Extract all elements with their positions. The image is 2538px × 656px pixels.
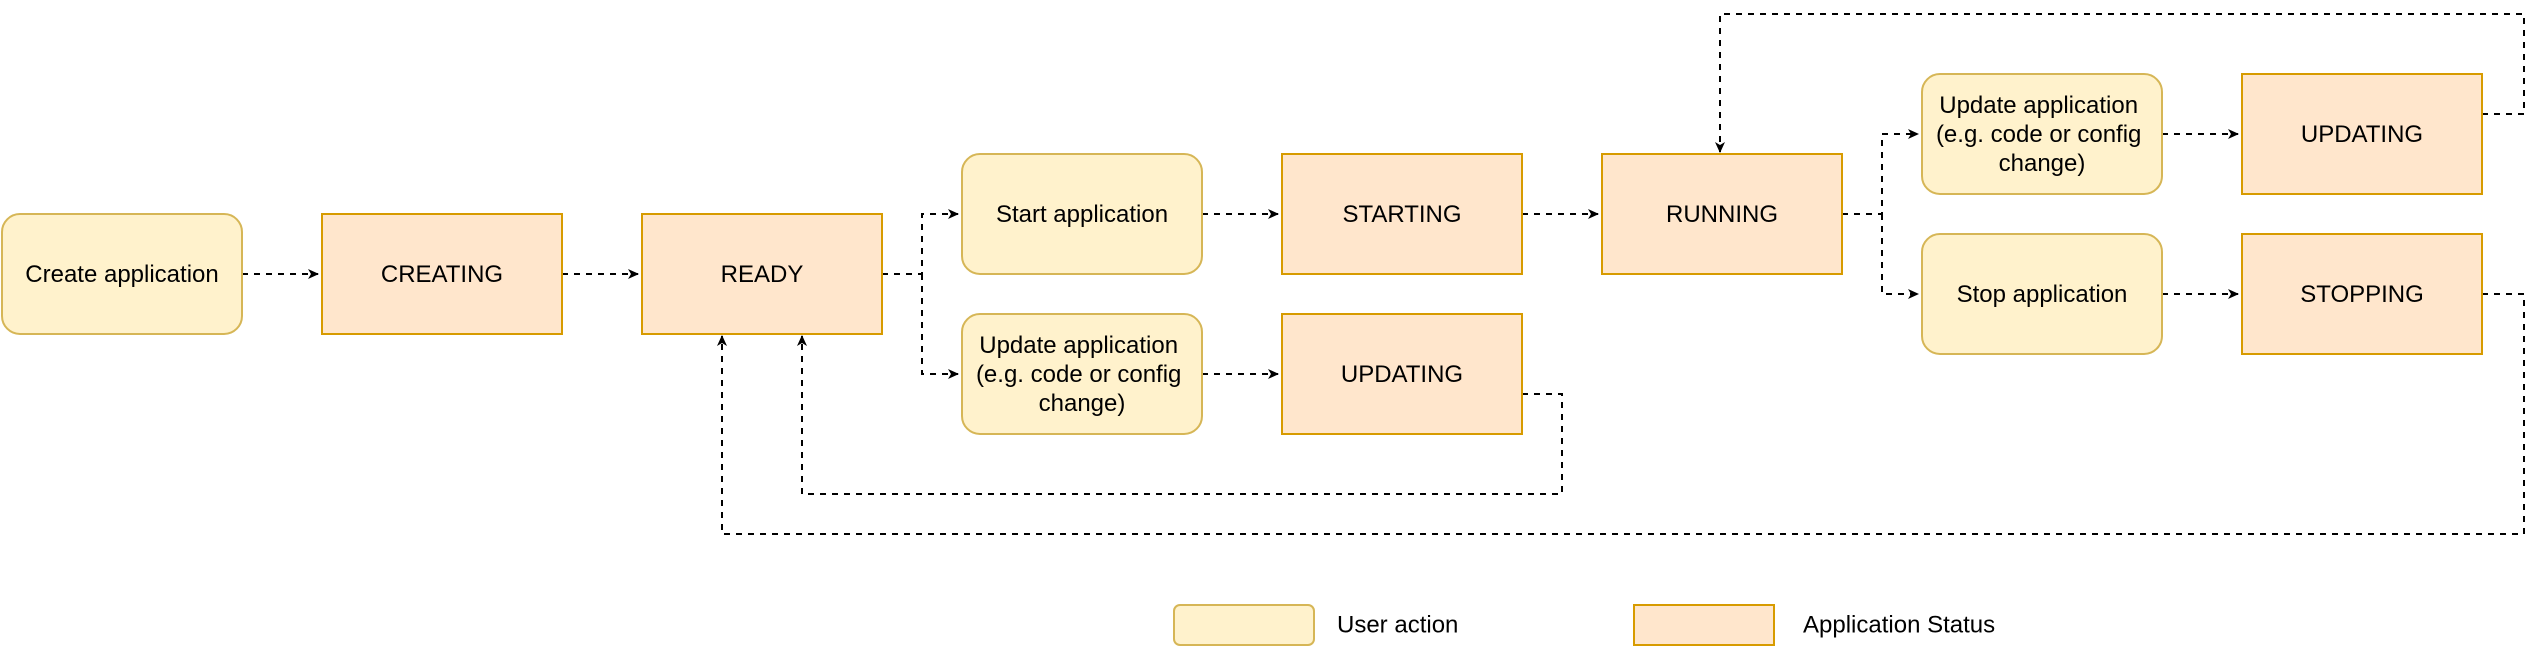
node-start-application-shape — [961, 153, 1203, 275]
node-create-application-label: Create application — [25, 261, 218, 288]
node-running-shape — [1601, 153, 1843, 275]
node-ready-label: READY — [721, 261, 804, 288]
svg-text:RUNNING: RUNNING — [1666, 201, 1778, 228]
node-updating-2: UPDATING — [2241, 73, 2483, 195]
svg-text:Stop application: Stop application — [1957, 281, 2128, 308]
legend-user-action-label: User action — [1337, 612, 1458, 639]
node-stop-application-shape — [1921, 233, 2163, 355]
edge-running-to-update-app-2 — [1842, 129, 1919, 215]
node-starting-shape — [1281, 153, 1523, 275]
node-stopping-label: STOPPING — [2300, 281, 2424, 308]
node-running: RUNNING — [1601, 153, 1843, 275]
node-update-application-1: Update application (e.g. code or config … — [961, 313, 1203, 435]
node-stop-application: Stop application — [1921, 233, 2163, 355]
node-creating-shape — [321, 213, 563, 335]
svg-text:Start application: Start application — [996, 201, 1168, 228]
node-update-application-1-shape — [961, 313, 1203, 435]
node-stopping-shape — [2241, 233, 2483, 355]
svg-text:UPDATING: UPDATING — [2301, 121, 2423, 148]
edge-ready-to-update-app-1 — [921, 274, 959, 379]
svg-text:Update application (e.: Update application (e.g. code or config … — [1936, 92, 2148, 177]
node-update-application-2: Update application (e.g. code or config … — [1921, 73, 2163, 195]
node-updating-2-shape — [2241, 73, 2483, 195]
node-update-application-2-shape — [1921, 73, 2163, 195]
node-update-application-2-line-2: (e.g. code or config — [1936, 121, 2141, 148]
nodes: Create application CREATING READY Start … — [1, 73, 2483, 435]
node-running-label: RUNNING — [1666, 201, 1778, 228]
node-starting: STARTING — [1281, 153, 1523, 275]
edge-ready-to-start-app — [882, 209, 959, 275]
node-create-application-shape — [1, 213, 243, 335]
node-creating-label: CREATING — [381, 261, 503, 288]
svg-text:Update application (e.: Update application (e.g. code or config … — [976, 332, 1188, 417]
node-update-application-2-line-3: change) — [1999, 150, 2086, 177]
edge-updating-1-to-ready — [797, 335, 1563, 495]
node-updating-1-label: UPDATING — [1341, 361, 1463, 388]
svg-text:Create application: Create application — [25, 261, 218, 288]
legend-user-action-swatch — [1173, 604, 1315, 646]
svg-text:CREATING: CREATING — [381, 261, 503, 288]
node-stop-application-label: Stop application — [1957, 281, 2128, 308]
legend-application-status-swatch — [1633, 604, 1775, 646]
node-start-application: Start application — [961, 153, 1203, 275]
edge-stopping-to-ready — [717, 293, 2525, 535]
node-stopping: STOPPING — [2241, 233, 2483, 355]
svg-text:STOPPING: STOPPING — [2300, 281, 2424, 308]
legend-application-status-label: Application Status — [1803, 612, 1995, 639]
edge-updating-2-to-running — [1715, 13, 2525, 153]
node-ready-shape — [641, 213, 883, 335]
edges — [242, 13, 2525, 535]
svg-text:STARTING: STARTING — [1342, 201, 1461, 228]
node-update-application-1-line-1: Update application — [979, 332, 1178, 359]
node-update-application-1-line-2: (e.g. code or config — [976, 361, 1181, 388]
node-update-application-2-line-1: Update application — [1939, 92, 2138, 119]
node-create-application: Create application — [1, 213, 243, 335]
node-updating-1-shape — [1281, 313, 1523, 435]
node-start-application-label: Start application — [996, 201, 1168, 228]
node-ready: READY — [641, 213, 883, 335]
node-updating-2-label: UPDATING — [2301, 121, 2423, 148]
node-starting-label: STARTING — [1342, 201, 1461, 228]
svg-text:READY: READY — [721, 261, 804, 288]
legend: User action Application Status — [1173, 604, 1995, 646]
node-creating: CREATING — [321, 213, 563, 335]
node-updating-1: UPDATING — [1281, 313, 1523, 435]
node-update-application-1-line-3: change) — [1039, 390, 1126, 417]
svg-text:UPDATING: UPDATING — [1341, 361, 1463, 388]
edge-running-to-stop-app — [1881, 214, 1919, 299]
